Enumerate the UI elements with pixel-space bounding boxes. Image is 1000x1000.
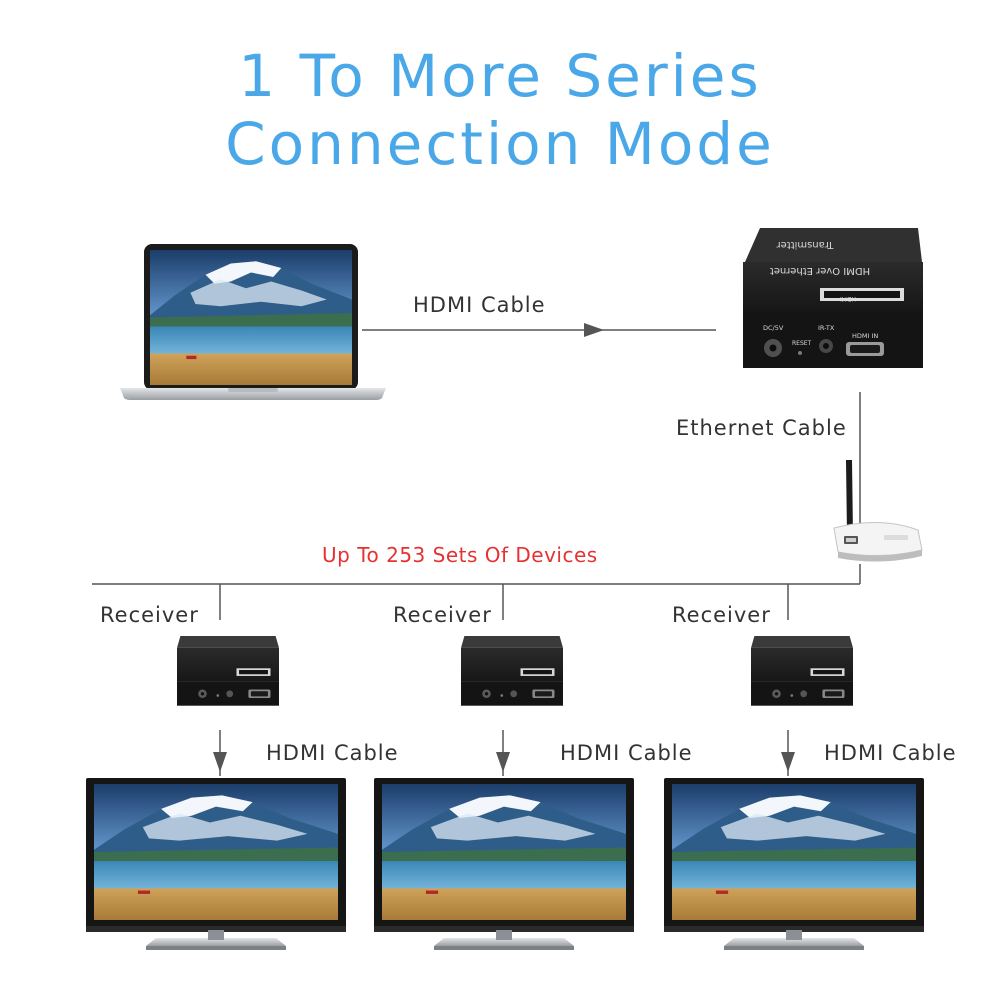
hdmi-output-cable-2: [496, 730, 510, 776]
transmitter-product-label: HDMI Over Ethernet: [770, 265, 870, 276]
arrow-down-icon: [781, 752, 795, 772]
hdmi-input-cable: [362, 323, 716, 337]
hdmi-output-cable-label-3: HDMI Cable: [824, 741, 957, 765]
network-router: [833, 460, 923, 562]
laptop-source: [120, 244, 386, 400]
receiver-device-3: [751, 636, 853, 706]
receiver-label-2: Receiver: [393, 603, 492, 627]
port-dc-label: DC/5V: [763, 324, 784, 332]
port-hdmi-label: HDMI IN: [852, 332, 878, 340]
receiver-label-3: Receiver: [672, 603, 771, 627]
hdmi-output-cable-1: [213, 730, 227, 776]
arrow-down-icon: [496, 752, 510, 772]
antenna-icon: [846, 460, 853, 536]
reset-button-icon: [798, 351, 802, 355]
page-title-line-1: 1 To More Series: [238, 42, 762, 110]
page-title-line-2: Connection Mode: [225, 110, 775, 178]
device-count-note: Up To 253 Sets Of Devices: [322, 543, 598, 567]
hdmi-output-cable-label-1: HDMI Cable: [266, 741, 399, 765]
transmitter-logo: HDMI: [840, 295, 856, 302]
port-reset-label: RESET: [792, 340, 812, 347]
ethernet-cable-label: Ethernet Cable: [676, 416, 847, 440]
hdmi-output-cable-label-2: HDMI Cable: [560, 741, 693, 765]
receiver-label-1: Receiver: [100, 603, 199, 627]
display-tv-3: [664, 778, 924, 950]
transmitter-top-label: Transmitter: [776, 239, 835, 250]
display-tv-2: [374, 778, 634, 950]
laptop-screen: [150, 250, 352, 385]
receiver-device-2: [461, 636, 563, 706]
receiver-device-1: [177, 636, 279, 706]
display-tv-1: [86, 778, 346, 950]
hdmi-output-cable-3: [781, 730, 795, 776]
transmitter-device: HDMI HDMI Over Ethernet Transmitter DC/5…: [743, 228, 923, 368]
arrow-right-icon: [584, 323, 604, 337]
port-irtx-label: IR-TX: [818, 324, 835, 332]
hdmi-input-cable-label: HDMI Cable: [413, 293, 546, 317]
arrow-down-icon: [213, 752, 227, 772]
